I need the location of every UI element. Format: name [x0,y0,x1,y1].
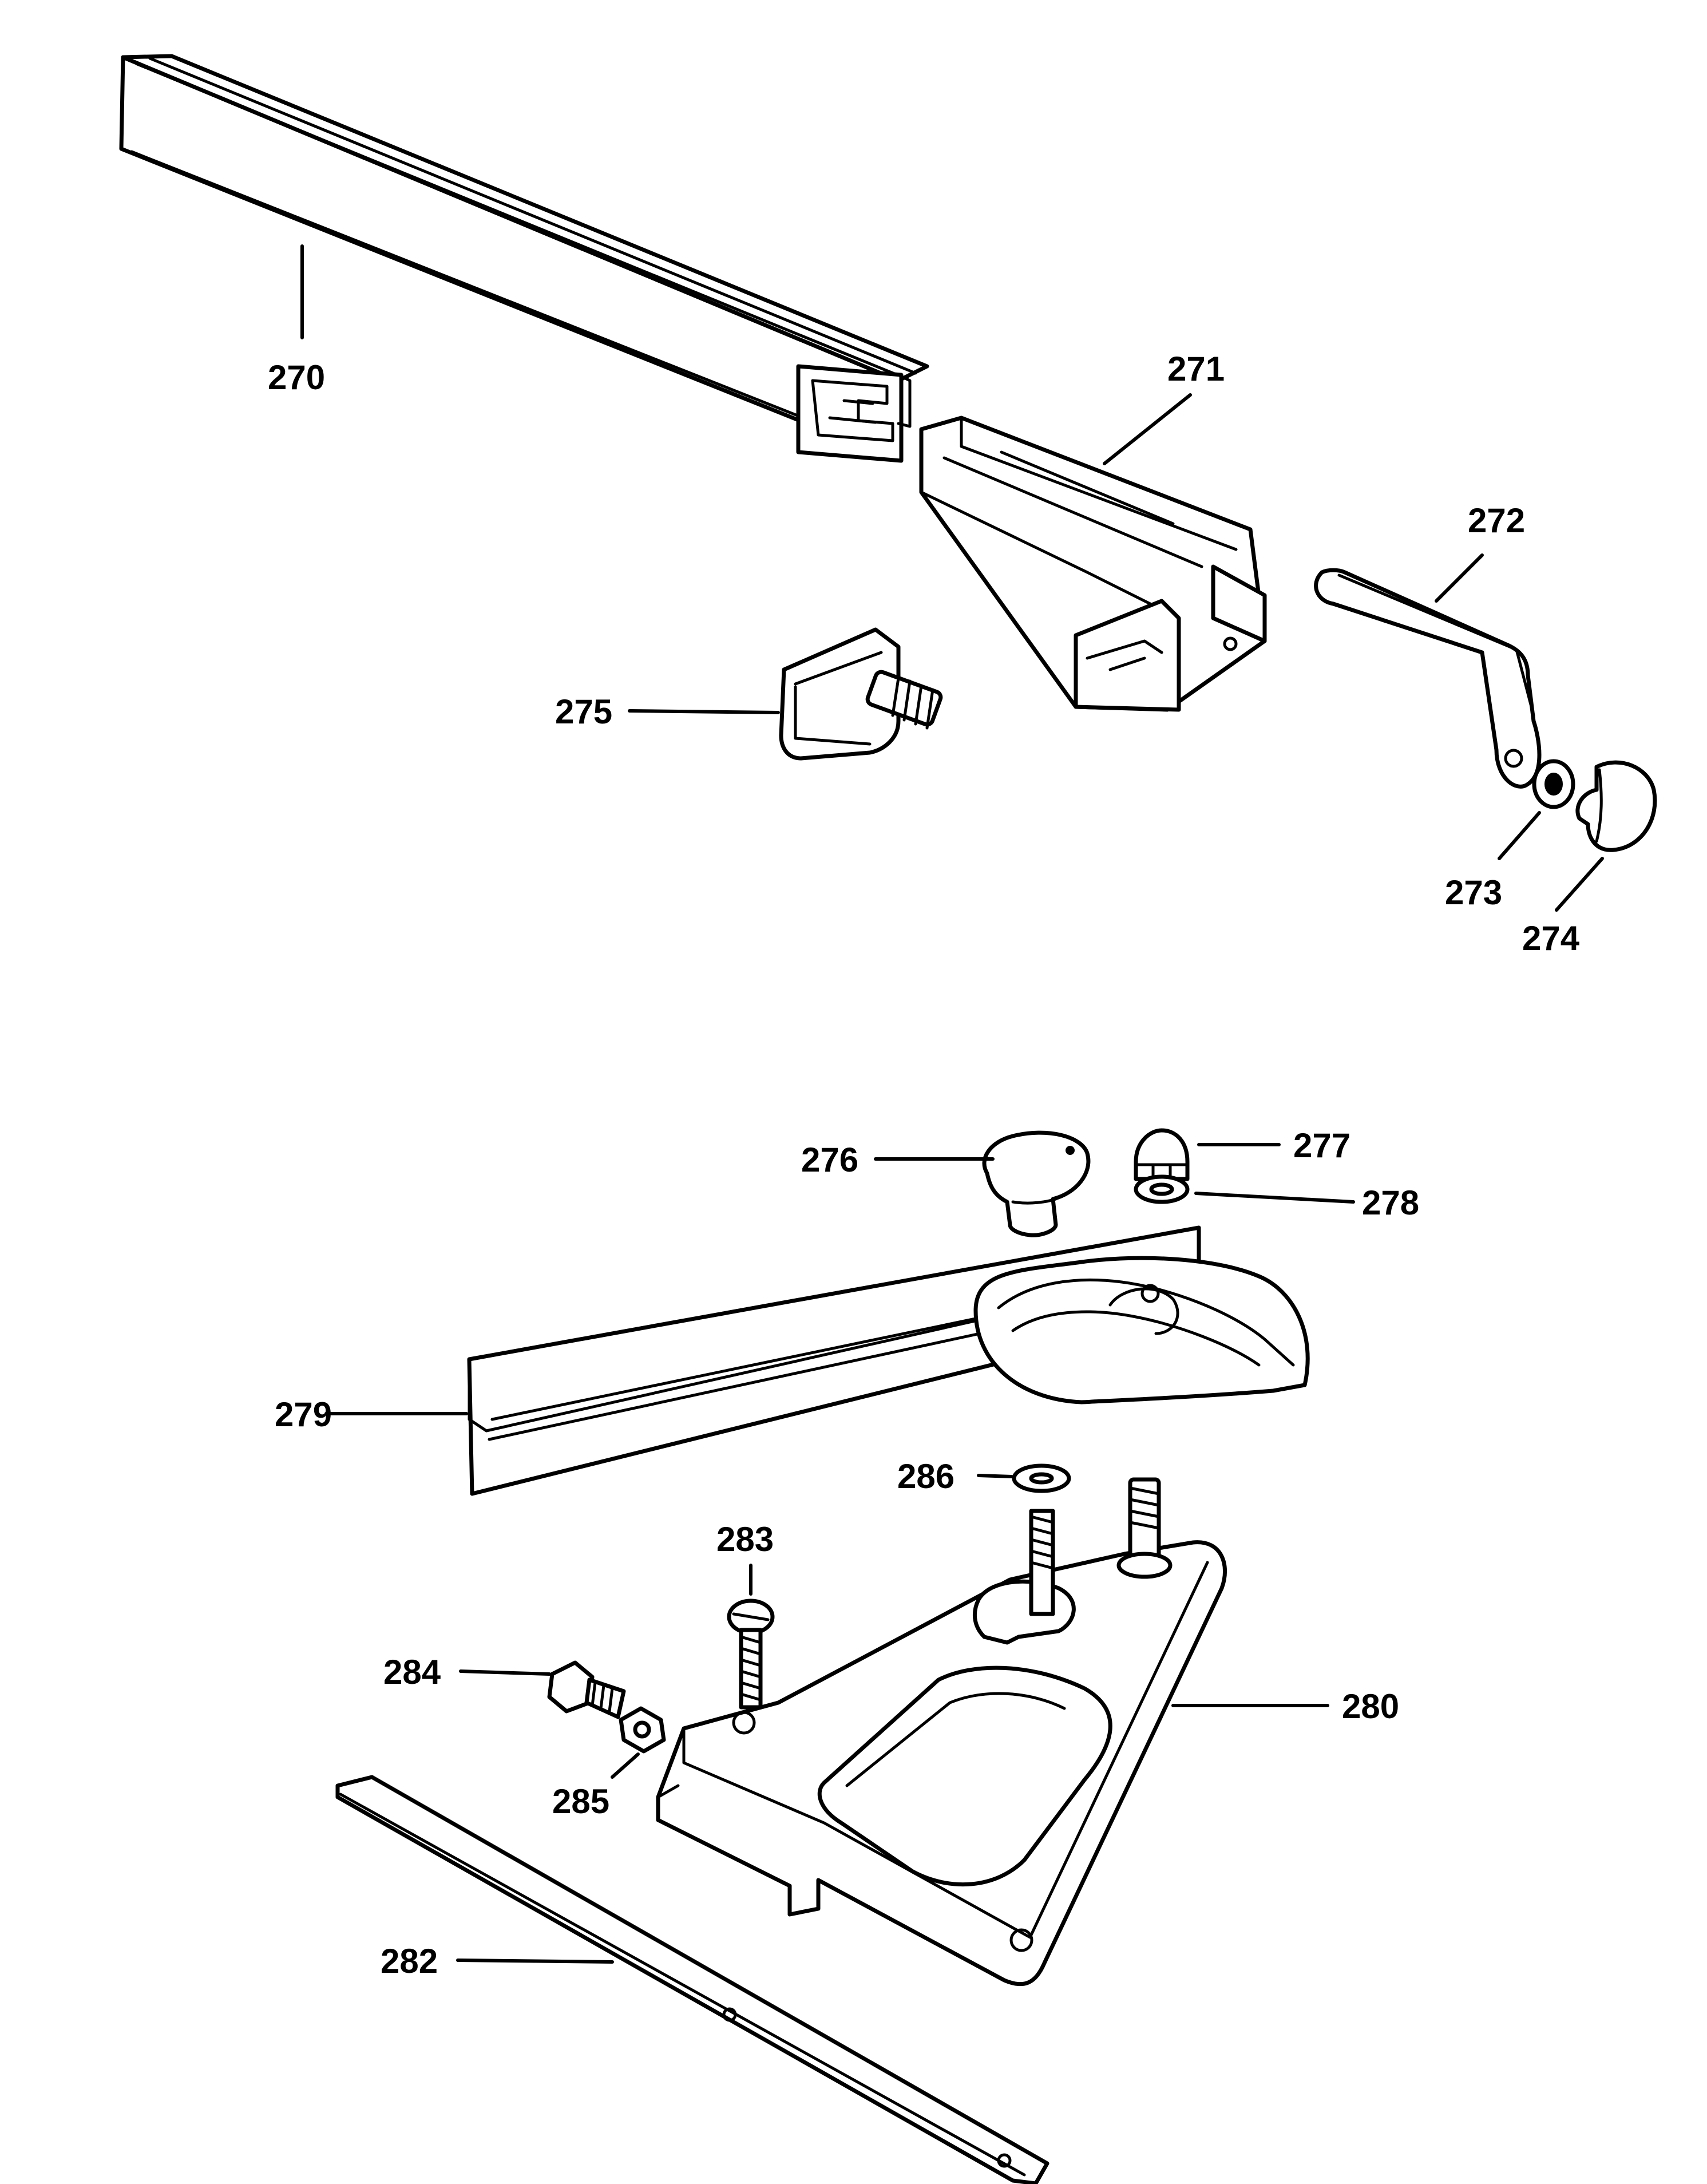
callout-274: 274 [1522,919,1580,958]
leader-284 [459,1669,551,1676]
leader-275 [628,709,780,714]
leader-278 [1194,1192,1355,1204]
callout-278: 278 [1362,1184,1419,1222]
leader-286 [977,1474,1013,1478]
part-286-washer [977,1463,1071,1493]
part-285-hex-nut [611,1706,666,1779]
callout-286: 286 [897,1457,955,1495]
part-270-fence-rail [119,54,929,463]
leader-274 [1555,857,1604,912]
leader-282 [456,1959,614,1964]
callout-271: 271 [1167,350,1225,388]
callout-275: 275 [555,693,612,731]
part-282-guide-bar [335,1775,1049,2184]
part-277-acorn-nut [1134,1128,1281,1181]
callout-277: 277 [1293,1126,1350,1165]
callout-285: 285 [552,1782,609,1821]
callout-270: 270 [268,358,325,397]
callout-284: 284 [383,1653,441,1691]
part-276-miter-knob [874,1130,1091,1237]
callout-282: 282 [381,1942,438,1980]
leader-273 [1498,811,1541,860]
part-280-miter-base [656,1477,1329,1987]
callout-283: 283 [716,1520,774,1558]
part-273-washer [1498,759,1575,860]
callout-272: 272 [1468,501,1525,540]
part-284-bolt [459,1660,626,1719]
part-272-lock-lever [1314,553,1542,789]
callout-279: 279 [275,1395,332,1434]
callout-276: 276 [801,1141,858,1179]
part-274-knob [1555,760,1657,912]
leader-272 [1435,553,1484,603]
leader-271 [1103,393,1192,465]
leader-285 [611,1752,640,1779]
part-283-screw [727,1564,775,1710]
callout-273: 273 [1445,873,1502,912]
part-275-clamp-pad [628,627,943,761]
part-279-miter-head [324,1225,1310,1496]
callout-280: 280 [1342,1687,1399,1726]
part-271-fence-clamp [919,393,1267,712]
part-278-washer [1134,1174,1355,1204]
